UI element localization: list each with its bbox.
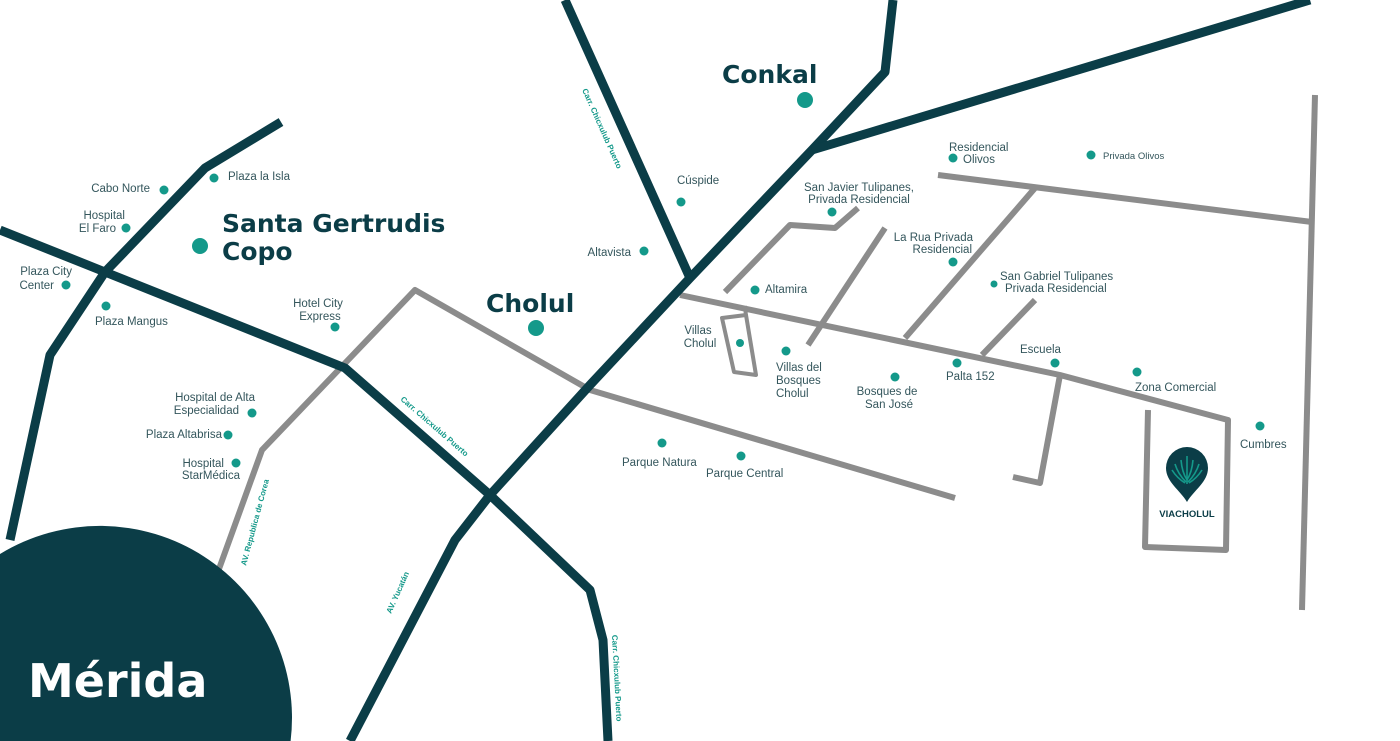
poi-label: Altavista: [588, 247, 632, 259]
poi-marker[interactable]: [330, 322, 340, 332]
poi-marker[interactable]: [1086, 150, 1096, 160]
poi-label: Privada Residencial: [1005, 283, 1107, 295]
road-conkal-east: [810, 0, 1312, 155]
poi-label: StarMédica: [182, 470, 241, 482]
road-cholul-east: [679, 292, 1231, 553]
poi-label: Escuela: [1020, 344, 1062, 356]
poi-label: Zona Comercial: [1135, 382, 1216, 394]
viacholul-pin-icon[interactable]: [1166, 447, 1208, 502]
road-main-diagonal: [346, 0, 898, 741]
road-bosques: [805, 226, 888, 347]
poi-label: Plaza City: [20, 266, 72, 278]
poi-label: El Faro: [79, 223, 116, 235]
road-olivos: [937, 172, 1313, 225]
road-san-javier: [722, 205, 860, 295]
road-northwest: [5, 118, 284, 541]
villas-cholul-access: [743, 305, 748, 317]
road-corea: [212, 287, 956, 582]
road-label-chicxulub-south: Carr. Chicxulub Puerto: [610, 635, 624, 722]
road-chicxulub-mid: [0, 225, 493, 499]
poi-marker[interactable]: [101, 301, 111, 311]
poi-marker[interactable]: [948, 153, 958, 163]
road-la-rua: [902, 186, 1038, 340]
poi-marker[interactable]: [247, 408, 257, 418]
poi-label: Hotel City: [293, 298, 343, 310]
poi-label: La Rua Privada: [894, 232, 974, 244]
poi-label: Cholul: [684, 338, 717, 350]
poi-marker[interactable]: [750, 285, 760, 295]
poi-label: Cumbres: [1240, 439, 1287, 451]
road-label-yucatan: AV. Yucatán: [385, 570, 411, 615]
poi-label: Privada Residencial: [808, 194, 910, 206]
poi-label: Villas del: [776, 362, 822, 374]
poi-marker[interactable]: [639, 246, 649, 256]
poi-marker[interactable]: [121, 223, 131, 233]
poi-label: Plaza la Isla: [228, 171, 291, 183]
poi-label: Plaza Mangus: [95, 316, 168, 328]
poi-label: Hospital: [182, 458, 224, 470]
santa-gertrudis-marker[interactable]: [192, 238, 208, 254]
poi-marker[interactable]: [657, 438, 667, 448]
road-escuela-south: [1012, 374, 1063, 486]
poi-marker[interactable]: [827, 207, 837, 217]
conkal-marker[interactable]: [797, 92, 813, 108]
poi-label: Cúspide: [677, 175, 719, 187]
merida-label: Mérida: [28, 654, 207, 708]
poi-marker[interactable]: [159, 185, 169, 195]
villas-cholul-block: [720, 313, 758, 377]
poi-label: Villas: [684, 325, 712, 337]
poi-marker[interactable]: [736, 339, 744, 347]
poi-marker[interactable]: [231, 458, 241, 468]
poi-label: San Javier Tulipanes,: [804, 182, 914, 194]
poi-marker[interactable]: [223, 430, 233, 440]
poi-label: Especialidad: [174, 405, 239, 417]
poi-marker[interactable]: [1050, 358, 1060, 368]
viacholul-label: VIACHOLUL: [1159, 509, 1215, 520]
points-of-interest: Cabo Norte Plaza la Isla Hospital El Far…: [19, 142, 1286, 482]
conkal-label: Conkal: [722, 60, 817, 89]
poi-marker[interactable]: [676, 197, 686, 207]
poi-label: Parque Natura: [622, 457, 697, 469]
poi-marker[interactable]: [948, 257, 958, 267]
road-chicxulub-north: [560, 0, 695, 280]
poi-marker[interactable]: [61, 280, 71, 290]
road-label-chicxulub-north: Carr. Chicxulub Puerto: [580, 87, 624, 170]
poi-label: Cabo Norte: [91, 183, 150, 195]
cholul-marker[interactable]: [528, 320, 544, 336]
poi-label: Olivos: [963, 154, 995, 166]
poi-label: San José: [865, 399, 913, 411]
poi-marker[interactable]: [209, 173, 219, 183]
poi-label: Express: [299, 311, 341, 323]
merida-area: [0, 525, 292, 741]
poi-marker[interactable]: [990, 280, 998, 288]
poi-label: Bosques: [776, 375, 821, 387]
poi-label: Hospital: [83, 210, 125, 222]
poi-marker[interactable]: [781, 346, 791, 356]
road-san-gabriel: [979, 297, 1038, 358]
poi-label: Privada Olivos: [1103, 151, 1164, 162]
poi-label: Plaza Altabrisa: [146, 429, 223, 441]
poi-label: Palta 152: [946, 371, 995, 383]
poi-label: San Gabriel Tulipanes: [1000, 271, 1113, 283]
poi-marker[interactable]: [952, 358, 962, 368]
primary-roads: [0, 0, 1312, 741]
poi-label: Parque Central: [706, 468, 783, 480]
poi-label: Center: [19, 280, 54, 292]
road-chicxulub-south: [486, 491, 613, 741]
secondary-roads: [212, 94, 1318, 611]
poi-marker[interactable]: [1255, 421, 1265, 431]
poi-marker[interactable]: [1132, 367, 1142, 377]
poi-label: Residencial: [913, 244, 972, 256]
poi-label: Residencial: [949, 142, 1008, 154]
poi-label: Bosques de: [857, 386, 918, 398]
road-east-vertical: [1299, 94, 1318, 611]
poi-label: Hospital de Alta: [175, 392, 256, 404]
santa-gertrudis-label-2: Copo: [222, 237, 293, 266]
santa-gertrudis-label: Santa Gertrudis: [222, 209, 445, 238]
cholul-label: Cholul: [486, 289, 574, 318]
poi-marker[interactable]: [736, 451, 746, 461]
poi-marker[interactable]: [890, 372, 900, 382]
poi-label: Cholul: [776, 388, 809, 400]
poi-label: Altamira: [765, 284, 808, 296]
